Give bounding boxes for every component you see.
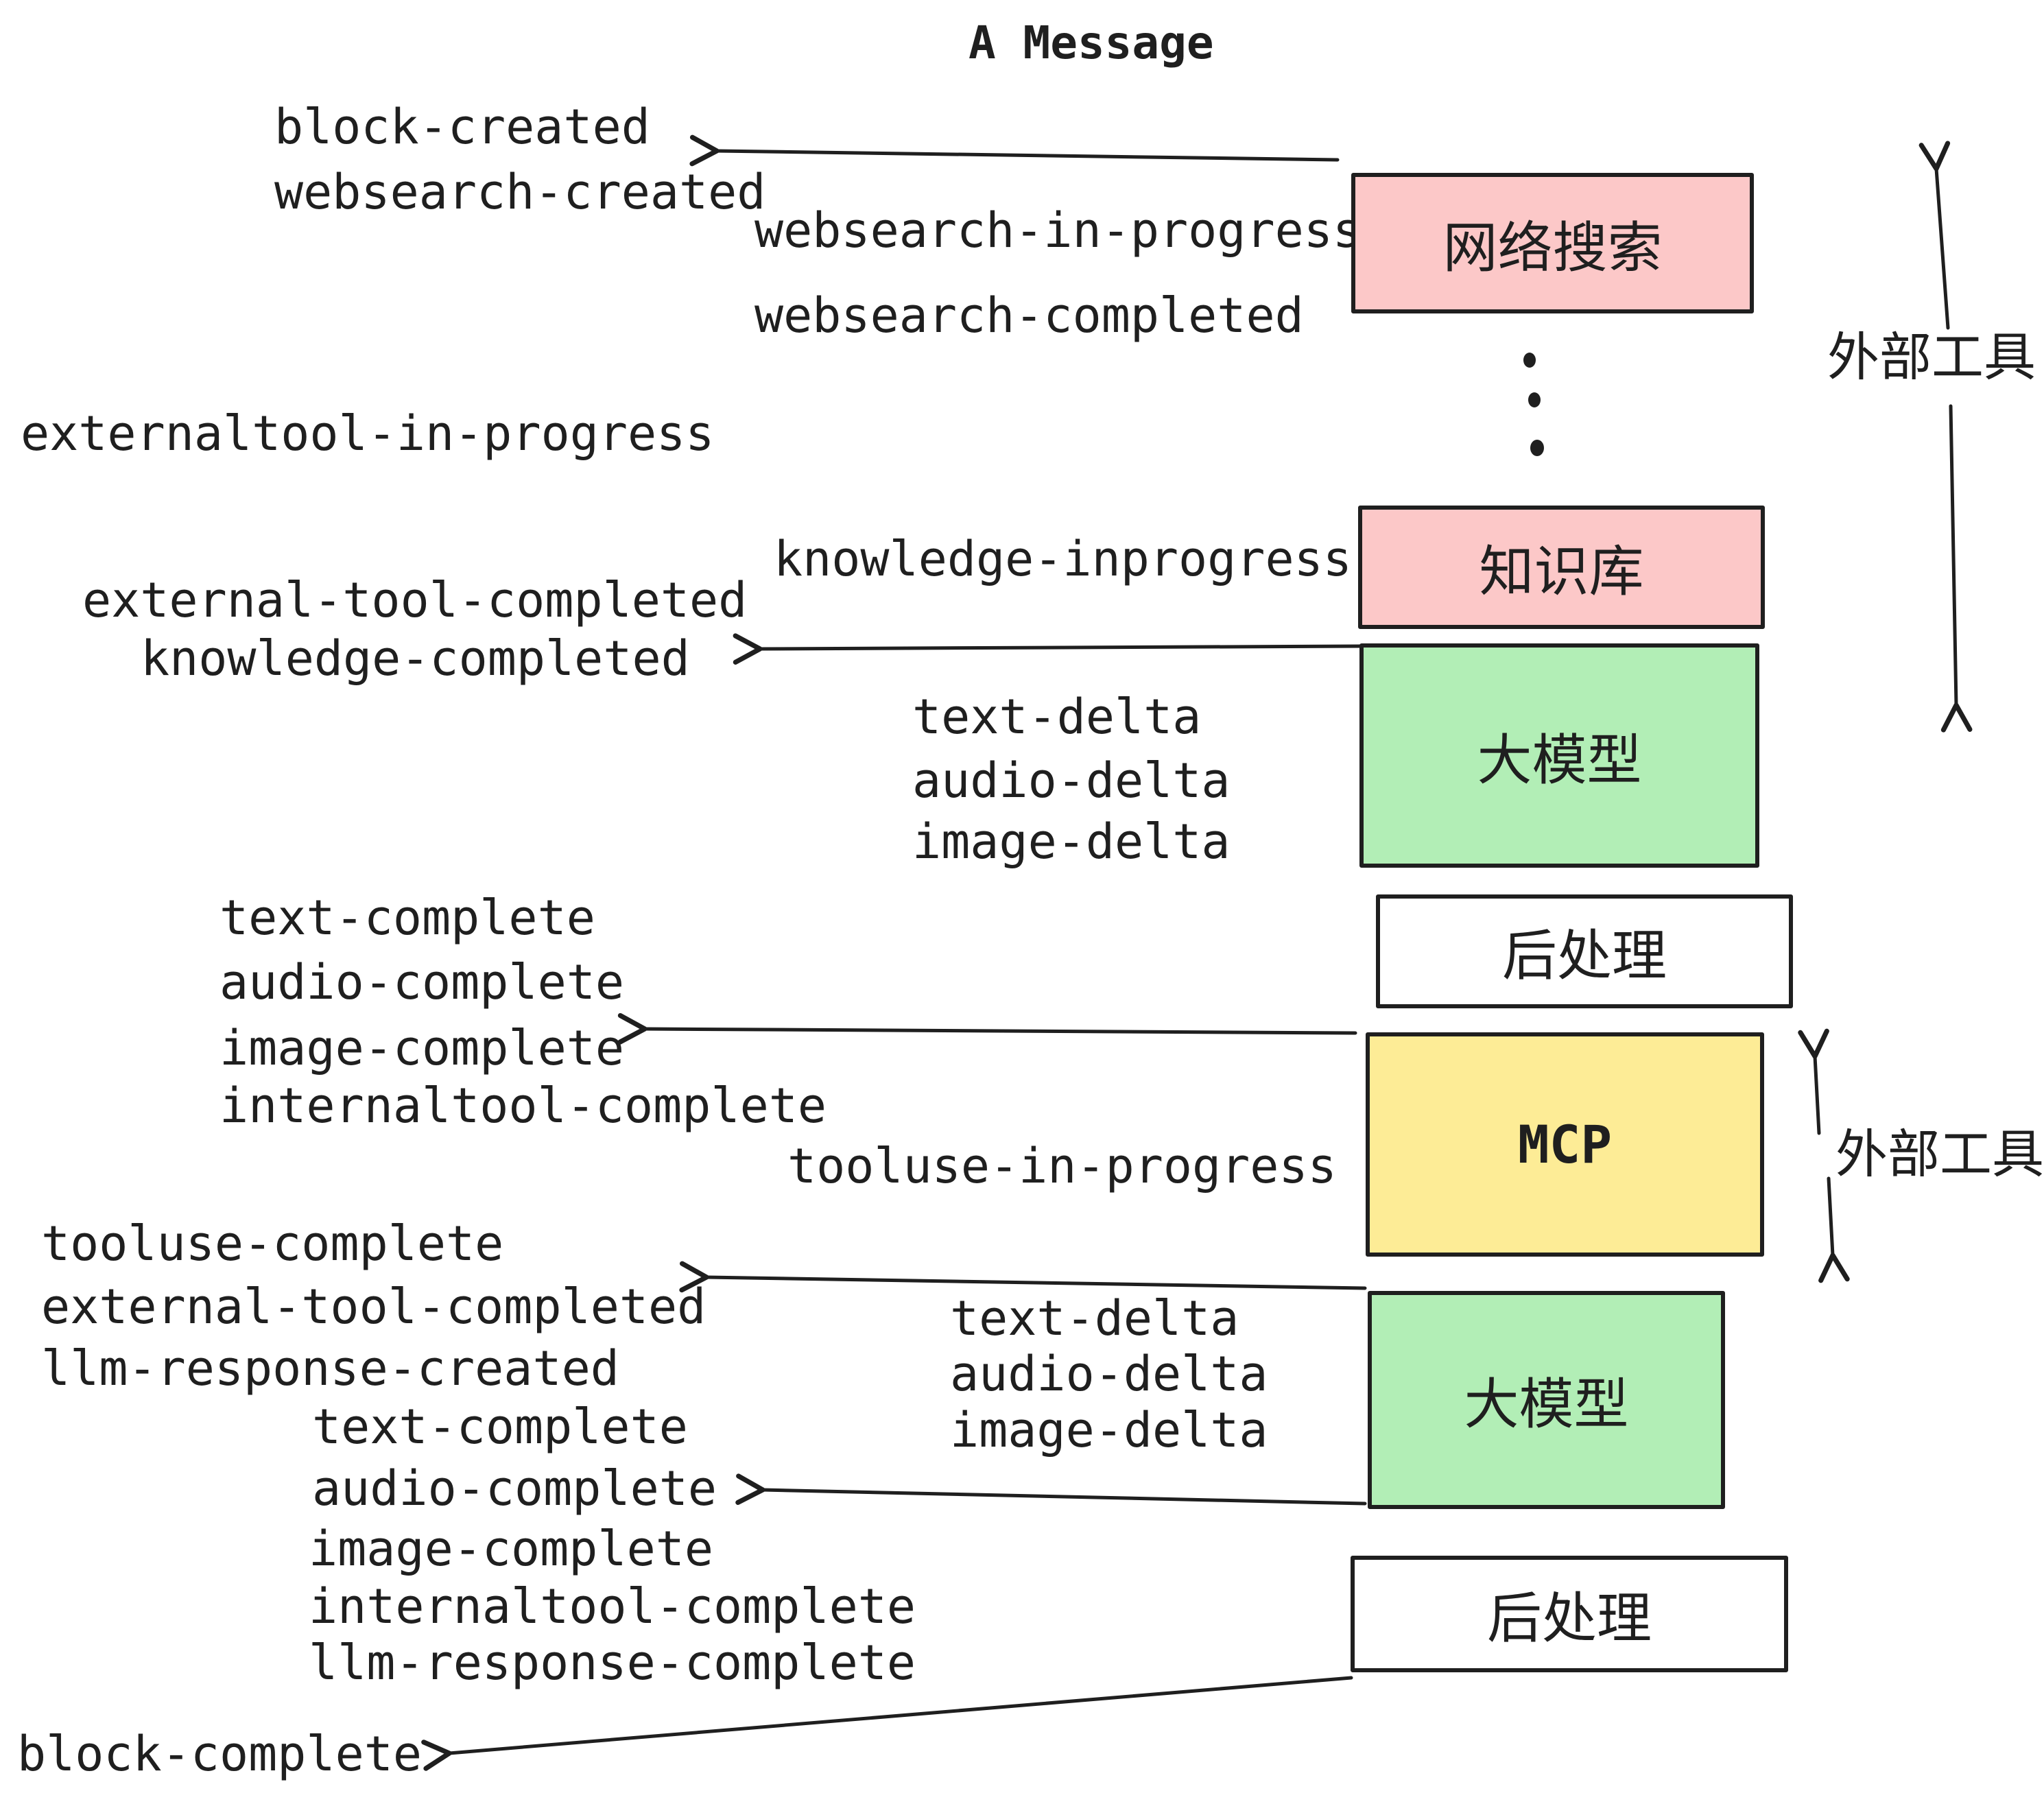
event-text-delta: text-delta (912, 689, 1202, 745)
event-text-complete: text-complete (219, 890, 595, 946)
box-llm-1: 大模型 (1359, 643, 1759, 868)
arrow-websearch-box-to-block-created (689, 134, 1340, 167)
external-tools-2-up-arrow (1798, 1028, 1829, 1135)
event-knowledge-completed: knowledge-completed (141, 630, 690, 687)
box-postprocess-2: 后处理 (1351, 1556, 1788, 1672)
event-audio-delta: audio-delta (912, 752, 1231, 809)
event-image-complete: image-complete (219, 1020, 625, 1076)
event-image-complete-2: image-complete (309, 1521, 714, 1577)
event-internaltool-complete: internaltool-complete (219, 1078, 827, 1134)
external-tools-2-down-arrow (1818, 1176, 1850, 1283)
arrow-llm-to-knowledge-completed (733, 633, 1363, 665)
box-postprocess-2-label: 后处理 (1487, 1587, 1652, 1650)
box-llm-2: 大模型 (1368, 1291, 1725, 1509)
event-llm-response-created: llm-response-created (41, 1340, 619, 1397)
event-websearch-created: websearch-created (274, 164, 766, 220)
event-block-complete: block-complete (17, 1726, 423, 1782)
box-websearch: 网络搜索 (1351, 173, 1754, 313)
event-audio-complete: audio-complete (219, 954, 625, 1010)
diagram-title: A Message (968, 16, 1214, 69)
event-internaltool-complete-2: internaltool-complete (309, 1578, 916, 1635)
vertical-ellipsis-dots (1523, 353, 1544, 456)
event-image-delta: image-delta (912, 814, 1231, 870)
event-knowledge-inprogress: knowledge-inprogress (774, 531, 1352, 587)
annotation-external-tools-1: 外部工具 (1827, 327, 2036, 388)
event-websearch-completed: websearch-completed (754, 287, 1304, 344)
box-postprocess-1: 后处理 (1376, 894, 1793, 1008)
box-websearch-label: 网络搜索 (1442, 215, 1663, 280)
box-llm-1-label: 大模型 (1477, 728, 1642, 792)
box-knowledge-base: 知识库 (1358, 506, 1765, 629)
event-audio-complete-2: audio-complete (312, 1460, 717, 1517)
annotation-external-tools-2: 外部工具 (1835, 1124, 2044, 1185)
event-external-tool-completed: external-tool-completed (82, 572, 748, 628)
event-block-created: block-created (274, 99, 650, 155)
event-websearch-in-progress: websearch-in-progress (754, 202, 1362, 259)
event-text-complete-2: text-complete (312, 1399, 688, 1455)
box-mcp-label: MCP (1517, 1114, 1613, 1175)
event-tooluse-in-progress: tooluse-in-progress (787, 1138, 1337, 1194)
external-tools-up-arrow (1918, 141, 1951, 330)
event-tooluse-complete: tooluse-complete (41, 1215, 504, 1272)
box-knowledge-base-label: 知识库 (1479, 540, 1644, 604)
event-audio-delta-2: audio-delta (950, 1346, 1268, 1402)
box-mcp: MCP (1366, 1032, 1764, 1257)
external-tools-down-arrow (1940, 404, 1973, 733)
box-postprocess-1-label: 后处理 (1502, 924, 1667, 988)
arrow-mcp-to-image-complete (617, 1012, 1357, 1045)
arrow-llm2-to-tooluse-complete (679, 1261, 1367, 1293)
event-external-tool-completed-2: external-tool-completed (41, 1279, 706, 1335)
arrow-llm2-to-audio-complete (735, 1473, 1367, 1506)
event-image-delta-2: image-delta (950, 1402, 1268, 1458)
event-llm-response-complete: llm-response-complete (309, 1635, 916, 1691)
box-llm-2-label: 大模型 (1464, 1373, 1629, 1436)
event-text-delta-2: text-delta (950, 1290, 1239, 1346)
event-externaltool-in-progress: externaltool-in-progress (21, 405, 715, 462)
